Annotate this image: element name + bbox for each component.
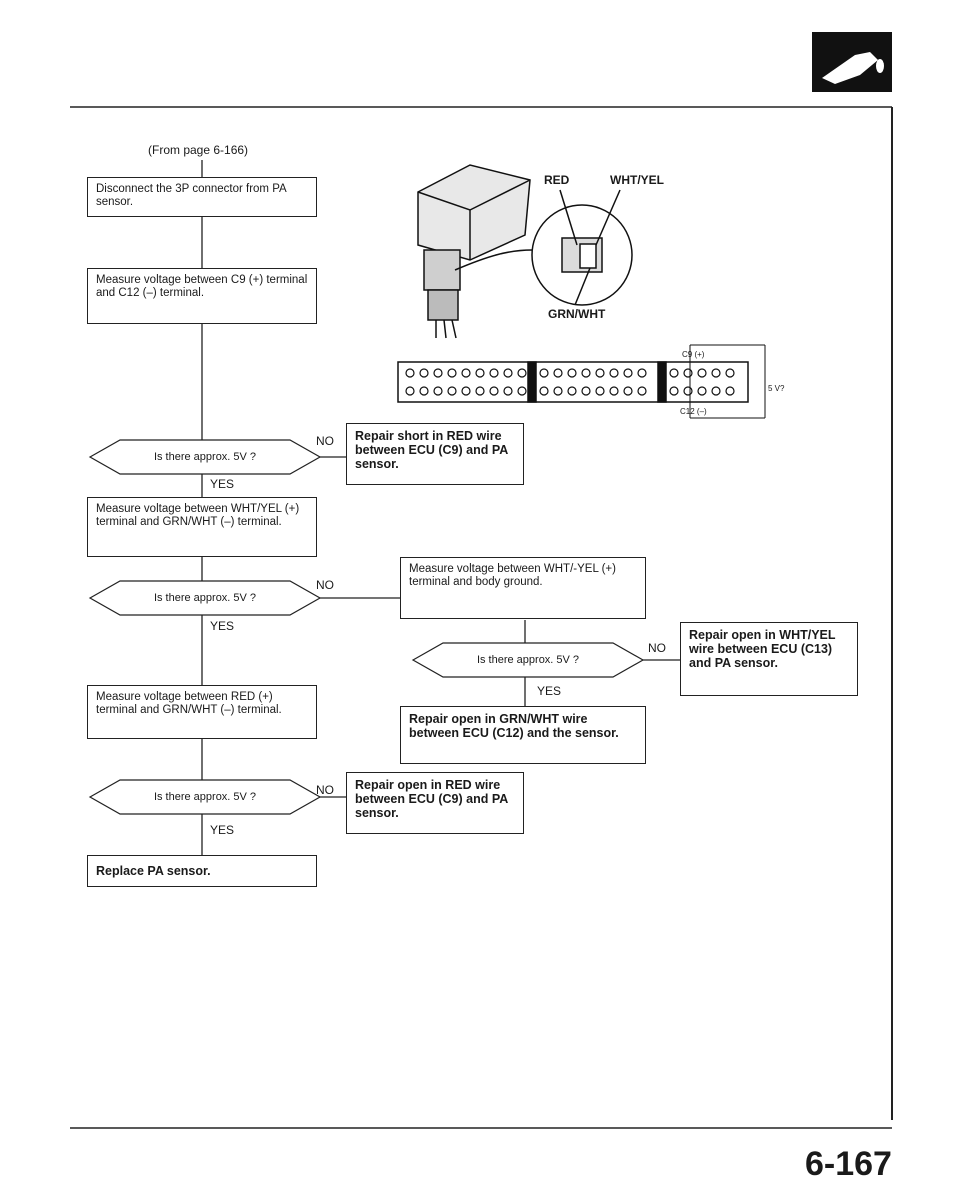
grnwht-wire-label: GRN/WHT bbox=[548, 307, 606, 321]
c9-terminal-label: C9 (+) bbox=[682, 350, 705, 359]
replace-pa-sensor: Replace PA sensor. bbox=[87, 855, 317, 887]
sensor-drawing bbox=[417, 164, 633, 339]
step-disconnect-connector: Disconnect the 3P connector from PA sens… bbox=[87, 177, 317, 217]
step-measure-whtyel-grnwht: Measure voltage between WHT/YEL (+) term… bbox=[87, 497, 317, 557]
yes-label-1: YES bbox=[210, 477, 235, 491]
question-2: Is there approx. 5V ? bbox=[153, 592, 257, 604]
step-measure-red-grnwht: Measure voltage between RED (+) terminal… bbox=[87, 685, 317, 739]
ecu-connector-drawing bbox=[397, 344, 766, 419]
no-label-b: NO bbox=[648, 641, 666, 655]
c12-terminal-label: C12 (–) bbox=[680, 407, 707, 416]
whtyel-wire-label: WHT/YEL bbox=[610, 173, 664, 187]
yes-label-3: YES bbox=[210, 823, 235, 837]
fuel-injector-icon bbox=[812, 32, 892, 92]
repair-open-whtyel-wire: Repair open in WHT/YEL wire between ECU … bbox=[680, 622, 858, 696]
question-3: Is there approx. 5V ? bbox=[153, 791, 257, 803]
page-number: 6-167 bbox=[805, 1145, 892, 1183]
yes-label-2: YES bbox=[210, 619, 235, 633]
repair-open-red-wire: Repair open in RED wire between ECU (C9)… bbox=[346, 772, 524, 834]
yes-label-b: YES bbox=[537, 684, 562, 698]
voltmeter-label: 5 V? bbox=[768, 384, 785, 393]
no-label-3: NO bbox=[316, 783, 334, 797]
question-b: Is there approx. 5V ? bbox=[476, 654, 580, 666]
repair-open-grnwht-wire: Repair open in GRN/WHT wire between ECU … bbox=[400, 706, 646, 764]
step-measure-c9-c12: Measure voltage between C9 (+) terminal … bbox=[87, 268, 317, 324]
red-wire-label: RED bbox=[544, 173, 570, 187]
no-label-1: NO bbox=[316, 434, 334, 448]
no-label-2: NO bbox=[316, 578, 334, 592]
repair-short-red-wire: Repair short in RED wire between ECU (C9… bbox=[346, 423, 524, 485]
ecu-pin-rows bbox=[405, 368, 735, 396]
step-measure-body-ground: Measure voltage between WHT/-YEL (+) ter… bbox=[400, 557, 646, 619]
question-1: Is there approx. 5V ? bbox=[153, 451, 257, 463]
from-page-label: (From page 6-166) bbox=[148, 143, 249, 157]
